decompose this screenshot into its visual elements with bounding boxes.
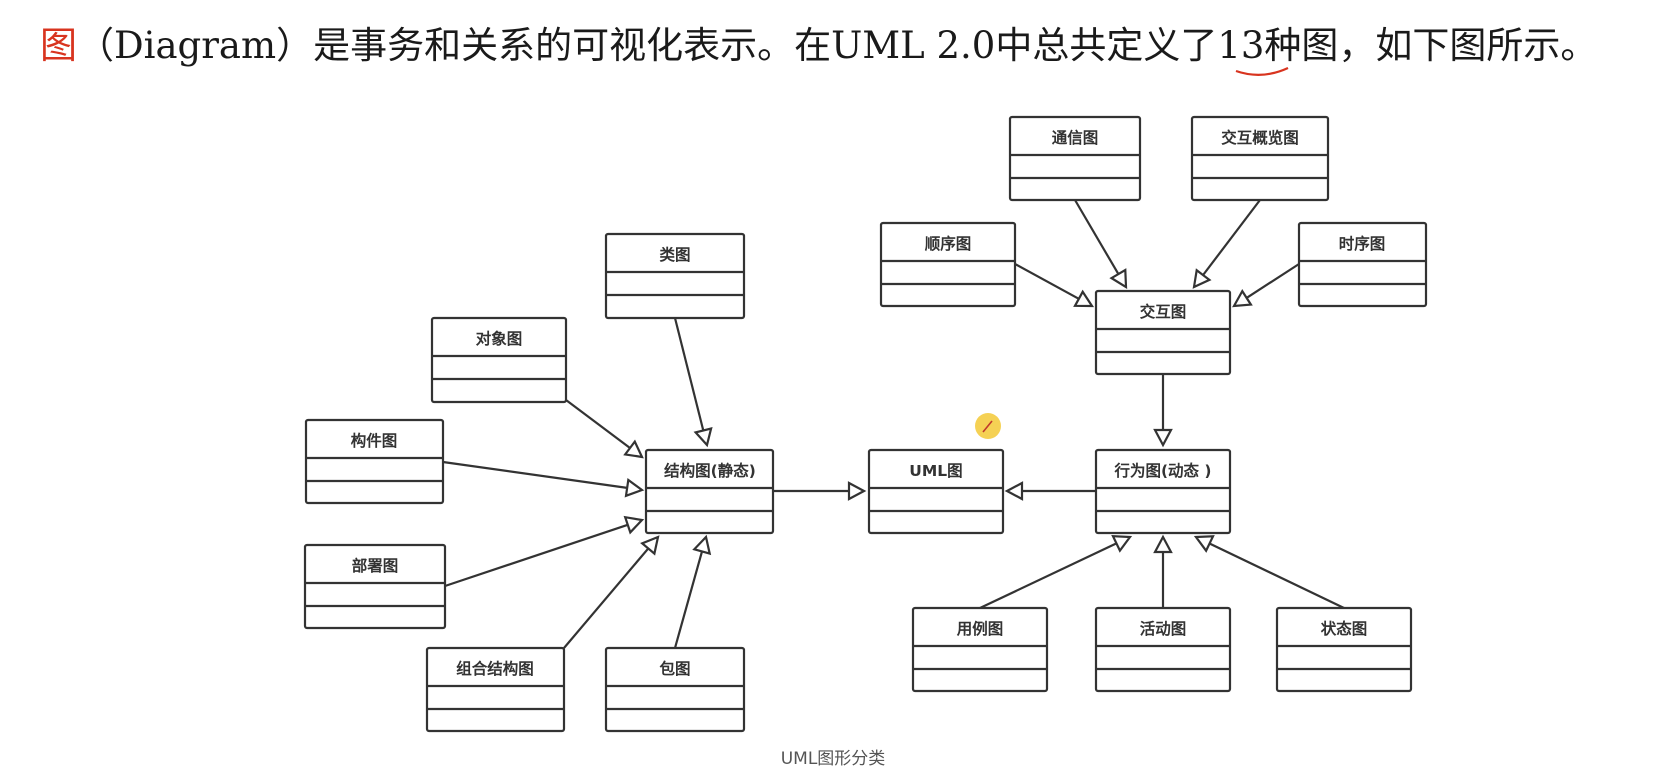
generalization-arrowhead <box>640 535 660 556</box>
usecase-to-behavior-edge <box>979 535 1133 609</box>
generalization-arrowhead <box>1109 268 1128 290</box>
timing-diagram-label: 时序图 <box>1339 234 1386 253</box>
pointer-cursor-icon <box>975 413 1001 439</box>
headline-text: （Diagram）是事务和关系的可视化表示。在UML 2.0中总共定义了 <box>77 24 1218 67</box>
generalization-arrowhead <box>1232 288 1253 308</box>
behavior-to-uml-edge <box>1004 481 1096 501</box>
deployment-diagram-box: 部署图 <box>303 543 447 630</box>
generalization-arrowhead <box>1073 289 1095 308</box>
behavior-diagram-box: 行为图(动态 ) <box>1094 448 1232 535</box>
interaction-to-behavior-edge <box>1153 374 1173 448</box>
diagram-caption: UML图形分类 <box>780 749 886 769</box>
interaction-overview-diagram-box: 交互概览图 <box>1190 115 1330 202</box>
generalization-arrowhead <box>847 481 867 501</box>
activity-to-behavior-edge <box>1153 534 1173 608</box>
sequence-diagram-box: 顺序图 <box>879 221 1017 308</box>
usecase-diagram-box: 用例图 <box>911 606 1049 693</box>
state-diagram-box: 状态图 <box>1275 606 1413 693</box>
generalization-arrowhead <box>623 515 645 535</box>
activity-diagram-label: 活动图 <box>1140 619 1187 638</box>
interaction-diagram-box: 交互图 <box>1094 289 1232 376</box>
object-to-structure-edge <box>565 399 644 459</box>
sequence-diagram-label: 顺序图 <box>925 234 972 253</box>
generalization-arrowhead <box>1153 428 1173 448</box>
timing-to-interaction-edge <box>1232 263 1300 308</box>
generalization-arrowhead <box>1192 268 1212 289</box>
activity-diagram-box: 活动图 <box>1094 606 1232 693</box>
generalization-arrowhead <box>623 439 644 459</box>
class-diagram-label: 类图 <box>659 245 690 264</box>
component-to-structure-edge <box>442 460 645 498</box>
package-diagram-box: 包图 <box>604 646 746 733</box>
composite-structure-diagram-box: 组合结构图 <box>425 646 566 733</box>
object-diagram-label: 对象图 <box>476 329 523 348</box>
composite-structure-diagram-label: 组合结构图 <box>456 659 534 678</box>
package-to-structure-edge <box>673 534 712 649</box>
headline-text-end: 种图，如下图所示。 <box>1264 24 1598 67</box>
number-underline <box>1235 67 1289 76</box>
component-diagram-box: 构件图 <box>304 418 445 505</box>
generalization-arrowhead <box>1111 535 1133 553</box>
communication-diagram-box: 通信图 <box>1008 115 1142 202</box>
overview-to-interaction-edge <box>1192 199 1261 289</box>
headline: 图（Diagram）是事务和关系的可视化表示。在UML 2.0中总共定义了13种… <box>40 18 1650 74</box>
interaction-overview-diagram-label: 交互概览图 <box>1221 128 1299 147</box>
class-to-structure-edge <box>673 317 713 448</box>
object-diagram-box: 对象图 <box>430 316 568 404</box>
communication-to-interaction-edge <box>1074 199 1128 290</box>
timing-diagram-box: 时序图 <box>1297 221 1428 308</box>
class-diagram-box: 类图 <box>604 232 746 320</box>
uml-diagram-box: UML图 <box>867 448 1005 535</box>
structure-diagram-box: 结构图(静态) <box>644 448 775 535</box>
generalization-arrowhead <box>624 478 645 498</box>
state-diagram-label: 状态图 <box>1321 619 1368 638</box>
deployment-diagram-label: 部署图 <box>352 556 399 575</box>
sequence-to-interaction-edge <box>1014 263 1095 308</box>
headline-highlight: 图 <box>40 24 77 67</box>
generalization-arrowhead <box>693 426 713 448</box>
package-diagram-label: 包图 <box>659 659 690 678</box>
generalization-arrowhead <box>1004 481 1024 501</box>
generalization-arrowhead <box>1193 535 1215 553</box>
structure-to-uml-edge <box>773 481 867 501</box>
generalization-arrowhead <box>692 534 712 556</box>
communication-diagram-label: 通信图 <box>1052 128 1099 147</box>
behavior-diagram-label: 行为图(动态 ) <box>1113 461 1211 480</box>
usecase-diagram-label: 用例图 <box>957 619 1004 638</box>
component-diagram-label: 构件图 <box>351 431 398 450</box>
interaction-diagram-label: 交互图 <box>1140 302 1187 321</box>
state-to-behavior-edge <box>1193 535 1345 609</box>
headline-number: 13 <box>1217 24 1265 67</box>
deployment-to-structure-edge <box>444 515 645 588</box>
generalization-arrowhead <box>1153 534 1173 554</box>
structure-diagram-label: 结构图(静态) <box>663 461 756 480</box>
composite-to-structure-edge <box>563 535 660 649</box>
uml-diagram-label: UML图 <box>909 462 962 480</box>
